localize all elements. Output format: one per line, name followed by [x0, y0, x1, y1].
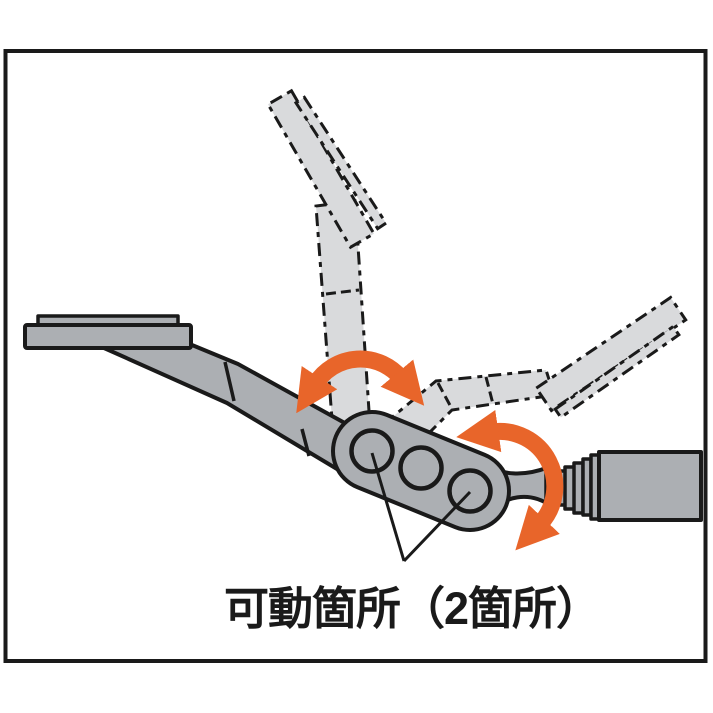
rotation-arrow-top	[296, 350, 425, 414]
ghost-arm-right-joint-line-1	[436, 382, 454, 410]
tool-arm-joint-line-1	[223, 361, 236, 402]
rotation-arrow-right	[456, 410, 564, 551]
tool-arm	[102, 343, 354, 471]
ghost-pad-upper	[266, 88, 376, 250]
ghost-arm-right	[382, 368, 556, 461]
ghost-pad-upper-plate	[293, 95, 389, 231]
tool-pad	[23, 323, 193, 350]
handle-grip	[597, 450, 703, 522]
ghost-arm-upper-joint-line	[325, 288, 360, 296]
leader-lines	[370, 452, 472, 563]
leader-line-left	[370, 452, 406, 562]
border-frame	[3, 49, 708, 663]
pivot-hole-2	[398, 445, 444, 491]
caption: 可動箇所（2箇所）	[224, 583, 600, 634]
ghost-arm-right-joint-line-2	[484, 376, 495, 405]
leader-line-right	[402, 490, 472, 563]
ghost-pad-right	[534, 295, 688, 413]
tool-arm-joint-line-2	[300, 428, 311, 457]
pivot-hole-1	[349, 428, 395, 474]
